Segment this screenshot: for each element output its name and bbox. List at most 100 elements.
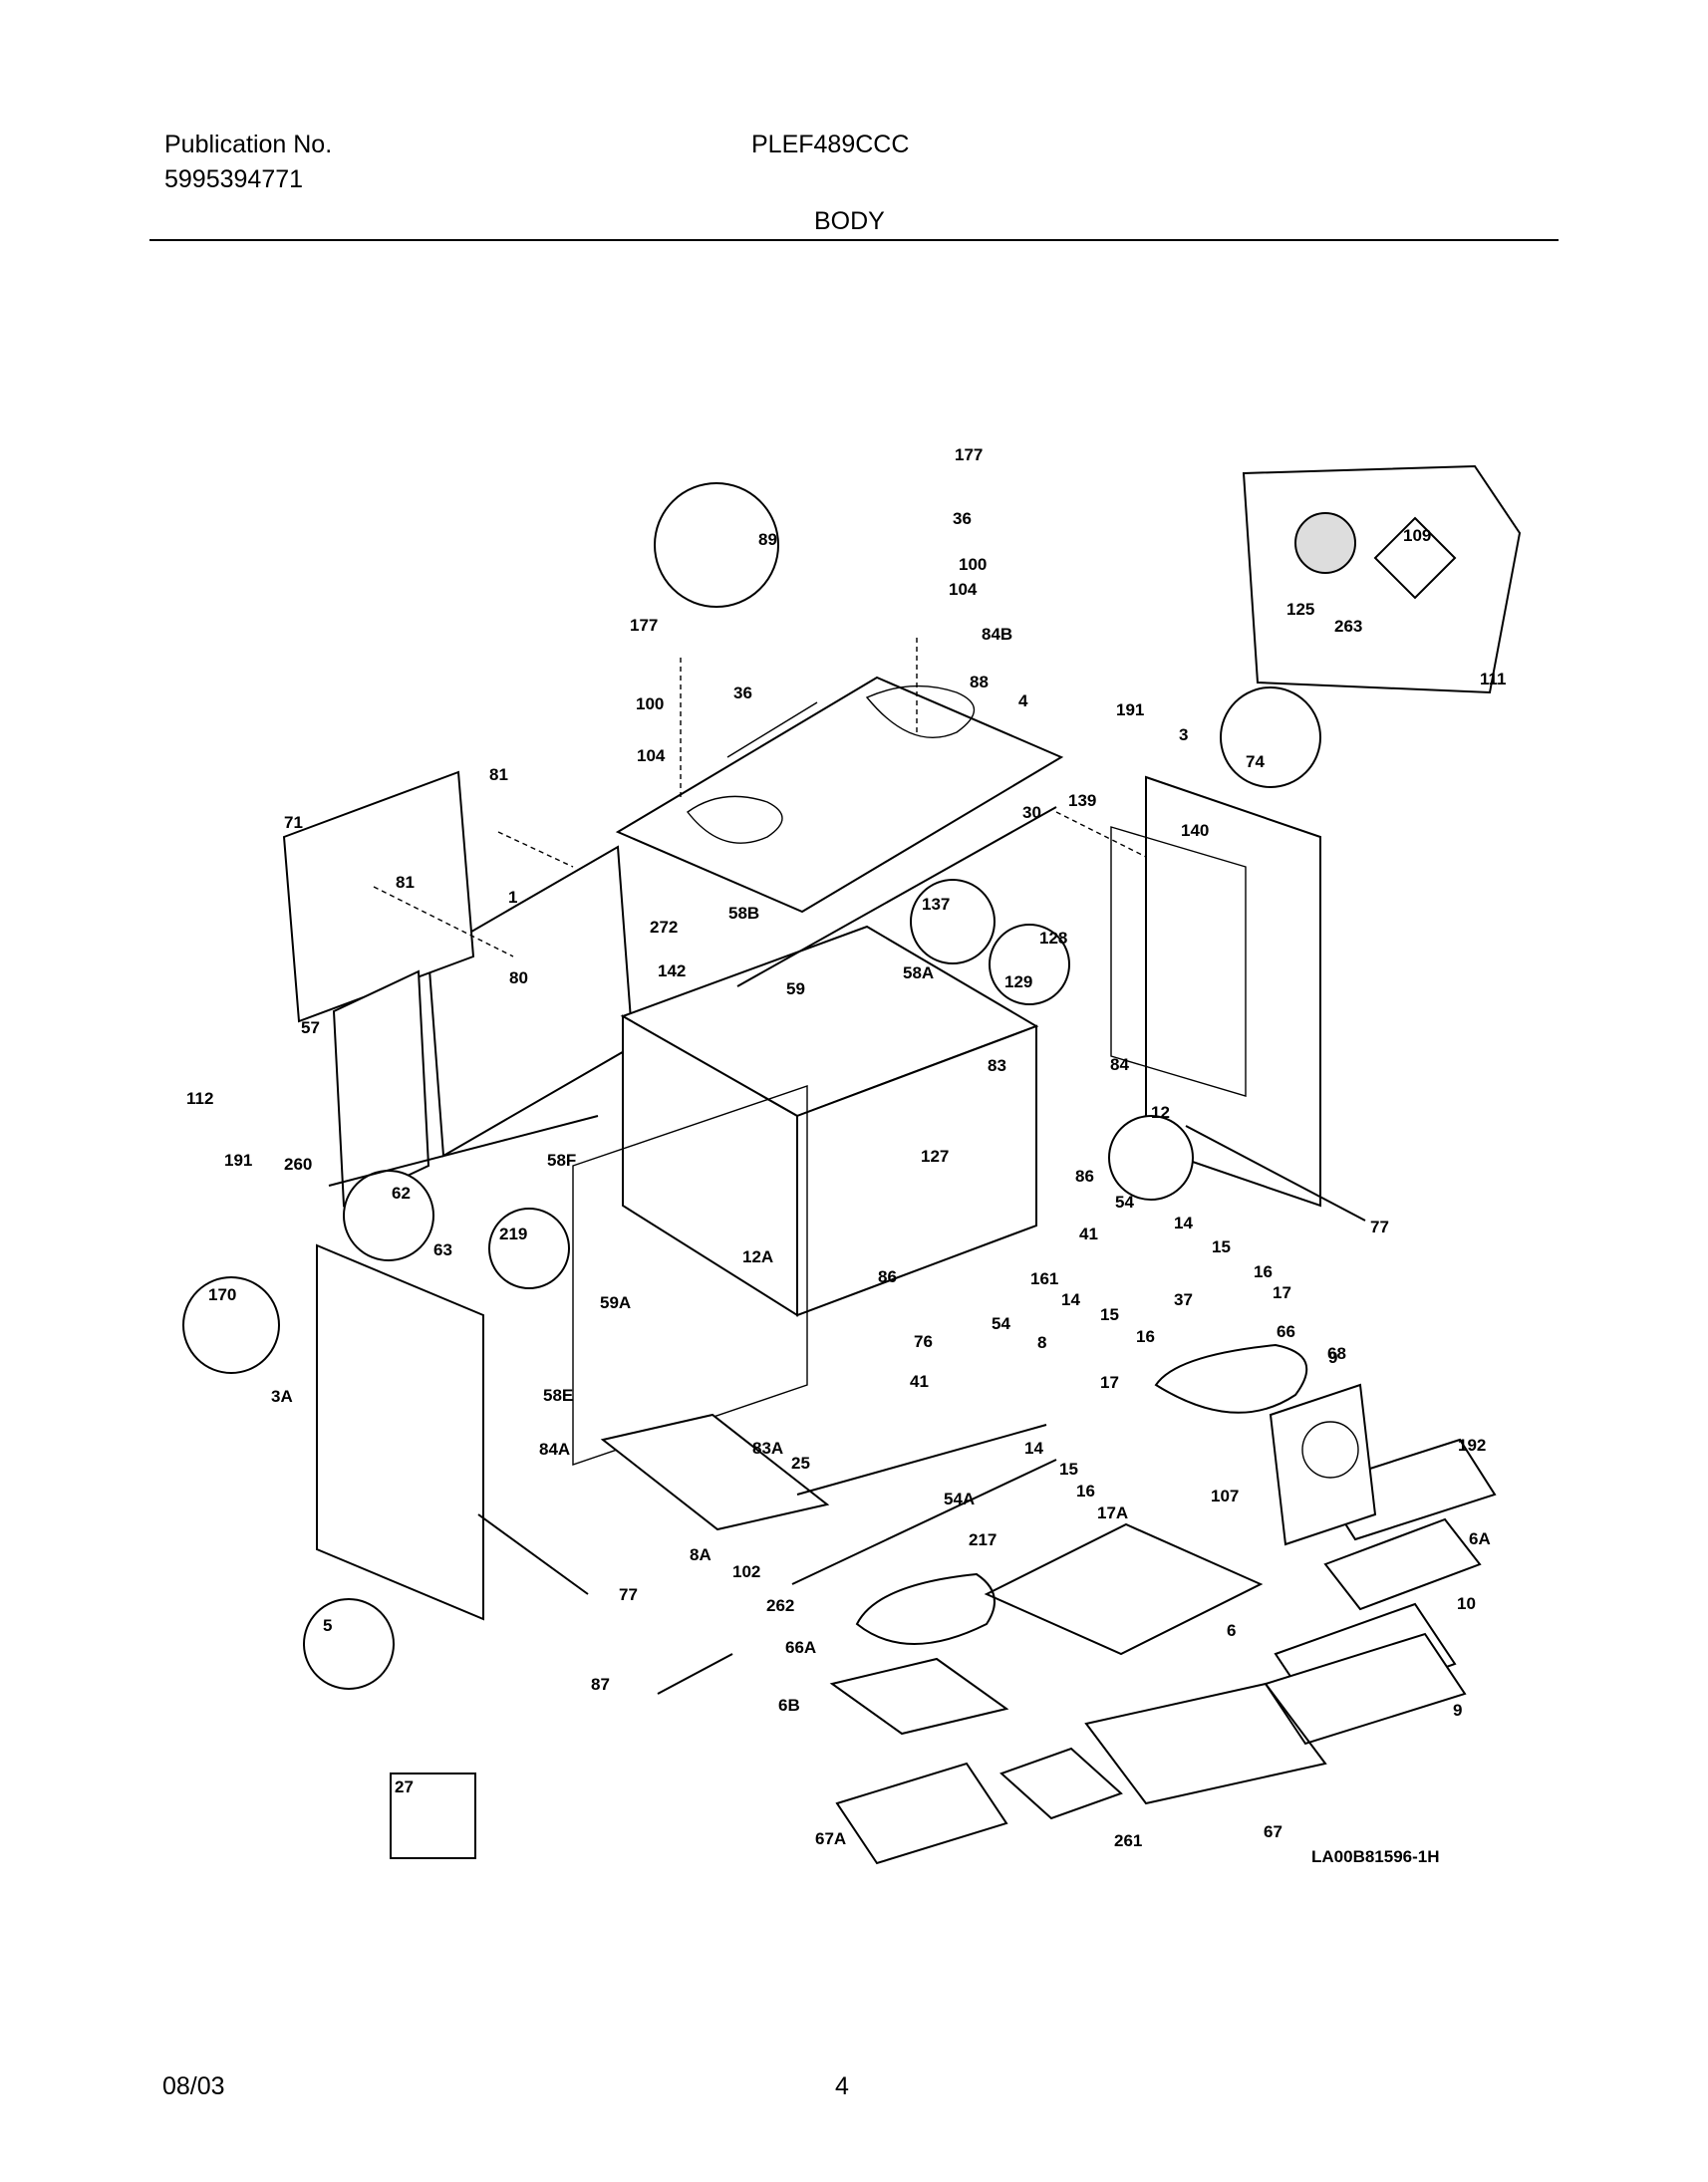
convection-fan-inset [1242,464,1522,694]
part-label: 16 [1254,1262,1273,1281]
part-label: 12 [1151,1103,1170,1122]
part-label: 59 [786,979,805,998]
part-label: 177 [630,616,658,635]
part-label: 100 [636,694,664,713]
part-label: 66 [1277,1322,1295,1341]
top-frame-panel [615,676,1064,914]
part-label: 36 [733,683,752,702]
part-label: 192 [1458,1436,1486,1455]
part-label: 86 [878,1267,897,1286]
part-label: 17 [1100,1373,1119,1392]
left-side-panel [316,1243,484,1621]
part-label: 58E [543,1386,573,1405]
part-label: 84 [1110,1055,1129,1074]
callout-circles [182,482,1321,1859]
part-label: 219 [499,1225,527,1243]
part-label: 191 [1116,700,1144,719]
part-label: 87 [591,1675,610,1694]
publication-number: 5995394771 [164,165,304,193]
part-label: 261 [1114,1831,1142,1850]
part-label: 3A [271,1387,293,1406]
part-label: 9 [1328,1348,1337,1367]
part-label: 86 [1075,1167,1094,1186]
part-label: 63 [433,1240,452,1259]
part-label: 128 [1039,929,1067,948]
part-label: 16 [1076,1482,1095,1500]
bottom-panel [600,1413,830,1531]
part-label: 81 [396,873,415,892]
part-label: 161 [1030,1269,1058,1288]
part-label: 58F [547,1151,576,1170]
racks-and-elements [829,1343,1497,1865]
part-label: 15 [1100,1305,1119,1324]
part-label: 71 [284,813,303,832]
part-label: 14 [1174,1214,1193,1232]
part-label: 125 [1286,600,1314,619]
part-labels: 177 36 100 104 84B 89 177 36 100 104 88 … [186,445,1507,1866]
part-label: 129 [1004,972,1032,991]
part-label: 9 [1453,1701,1462,1720]
part-label: 8A [690,1545,712,1564]
part-label: 142 [658,961,686,980]
part-label: 217 [969,1530,996,1549]
part-label: 137 [922,895,950,914]
part-label: 80 [509,968,528,987]
part-label: 83 [988,1056,1006,1075]
part-label: 81 [489,765,508,784]
part-label: 77 [619,1585,638,1604]
part-label: 127 [921,1147,949,1166]
part-label: 59A [600,1293,631,1312]
part-label: 272 [650,918,678,937]
part-label: 30 [1022,803,1041,822]
header-rule [149,239,1559,241]
part-label: 77 [1370,1218,1389,1236]
part-label: 12A [742,1247,773,1266]
part-label: 62 [392,1184,411,1203]
footer-date: 08/03 [162,2072,225,2100]
part-label: 5 [323,1616,332,1635]
part-label: 100 [959,555,987,574]
part-label: 6B [778,1696,800,1715]
part-label: 4 [1018,691,1028,710]
section-title: BODY [814,207,885,235]
part-label: 102 [732,1562,760,1581]
part-label: 54 [1115,1193,1134,1212]
part-label: 54A [944,1490,975,1508]
part-label: 14 [1024,1439,1043,1458]
part-label: 177 [955,445,983,464]
part-label: 191 [224,1151,252,1170]
right-side-panel [1110,775,1321,1208]
part-label: 6 [1227,1621,1236,1640]
part-label: 67 [1264,1822,1282,1841]
part-label: 17A [1097,1503,1128,1522]
part-label: 109 [1403,526,1431,545]
part-label: 107 [1211,1487,1239,1505]
part-label: 66A [785,1638,816,1657]
part-label: 1 [508,888,517,907]
dashed-leaders [373,638,1147,957]
part-label: 6A [1469,1529,1491,1548]
part-label: 104 [949,580,978,599]
part-label: 170 [208,1285,236,1304]
part-label: 41 [1079,1225,1098,1243]
part-label: 262 [766,1596,794,1615]
part-label: 17 [1273,1283,1291,1302]
part-label: 15 [1059,1460,1078,1479]
part-label: 58B [728,904,759,923]
lower-rear-panel [332,969,430,1208]
part-label: 54 [992,1314,1010,1333]
rear-cover [282,770,475,1023]
part-label: 37 [1174,1290,1193,1309]
part-label: 111 [1480,670,1507,688]
part-label: 104 [637,746,666,765]
footer-page-number: 4 [835,2072,849,2100]
part-label: 84B [982,625,1012,644]
part-label: 76 [914,1332,933,1351]
part-label: 27 [395,1777,414,1796]
part-label: 41 [910,1372,929,1391]
part-label: 10 [1457,1594,1476,1613]
part-label: 58A [903,963,934,982]
publication-label: Publication No. [164,131,333,158]
part-label: 89 [758,530,777,549]
